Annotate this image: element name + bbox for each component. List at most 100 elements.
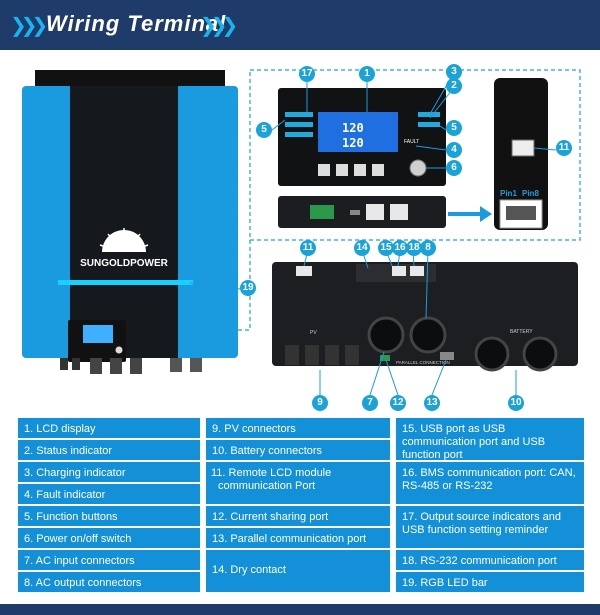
legend-item-17: 17. Output source indicators and USB fun…	[396, 506, 584, 548]
ac-output-connector	[409, 316, 447, 354]
pv-connector-1	[285, 345, 299, 365]
legend-item-10: 10. Battery connectors	[206, 440, 390, 460]
inverter-bottom-connectors	[60, 358, 202, 374]
bottom-panel-detail: BATTERY PV PARALLEL CONNECTION	[272, 262, 578, 372]
charging-indicator-led	[418, 112, 440, 117]
rj45-port-1	[366, 204, 384, 220]
legend-item-5: 5. Function buttons	[18, 506, 200, 526]
usb-indicator-led	[285, 132, 313, 137]
inverter-top-bracket	[35, 70, 225, 90]
function-button-1[interactable]	[318, 164, 330, 176]
rj45-pinout: Pin1 Pin8	[499, 189, 543, 229]
callout-16: 16	[392, 240, 408, 256]
legend-item-9: 9. PV connectors	[206, 418, 390, 438]
pv-connector-2	[305, 345, 319, 365]
callout-11-bottom: 11	[300, 240, 316, 256]
callout-7: 7	[362, 395, 378, 411]
detail-leader	[228, 240, 251, 331]
parallel-panel-label: PARALLEL CONNECTION	[396, 360, 450, 365]
function-button-4[interactable]	[372, 164, 384, 176]
function-button-2[interactable]	[336, 164, 348, 176]
callout-4: 4	[446, 142, 462, 158]
rj45-contacts	[506, 206, 536, 220]
arrow-right-icon	[448, 206, 492, 222]
chevron-right-icon: ❯❯❯	[200, 13, 238, 37]
lcd-value-bottom: 120	[342, 136, 364, 150]
pin1-label: Pin1	[500, 189, 517, 198]
legend-item-12: 12. Current sharing port	[206, 506, 390, 526]
callout-13: 13	[424, 395, 440, 411]
callout-8: 8	[420, 240, 436, 256]
battery-connector-2	[522, 336, 558, 372]
lcd-panel-detail: 120 120 FAULT	[278, 88, 446, 186]
inverter-unit: SUNGOLDPOWER	[22, 70, 238, 374]
lcd-value-top: 120	[342, 121, 364, 135]
function-indicator-led	[418, 122, 440, 127]
inverter-center-band	[70, 86, 178, 358]
header-banner: ❯❯❯ Wiring Terminal ❯❯❯	[0, 0, 600, 50]
callout-5-left: 5	[256, 122, 272, 138]
output-indicator-led	[285, 122, 313, 127]
callout-1: 1	[359, 66, 375, 82]
lcd-screen	[318, 112, 398, 152]
illustration-svg: SUNGOLDPOWER 120 120 FAU	[22, 69, 581, 396]
bottom-rj45-11	[296, 266, 312, 276]
inverter-mini-power-button[interactable]	[115, 346, 123, 354]
legend-item-2: 2. Status indicator	[18, 440, 200, 460]
callout-19: 19	[240, 280, 256, 296]
callout-15: 15	[378, 240, 394, 256]
battery-panel-label: BATTERY	[510, 329, 533, 335]
legend-item-6: 6. Power on/off switch	[18, 528, 200, 548]
callout-9: 9	[312, 395, 328, 411]
status-indicator-led	[285, 112, 313, 117]
legend-item-16: 16. BMS communication port: CAN, RS-485 …	[396, 462, 584, 504]
callout-14: 14	[354, 240, 370, 256]
current-sharing-port	[380, 355, 390, 361]
pv-connector-3	[325, 345, 339, 365]
dry-contact-terminal	[310, 205, 334, 219]
legend-item-13: 13. Parallel communication port	[206, 528, 390, 548]
bottom-rj45-16	[392, 266, 406, 276]
rgb-led-bar	[58, 280, 193, 285]
side-view-detail	[494, 78, 548, 230]
sun-logo-icon	[99, 228, 149, 252]
legend-item-8: 8. AC output connectors	[18, 572, 200, 592]
callout-10: 10	[508, 395, 524, 411]
battery-connector-1	[474, 336, 510, 372]
legend-item-7: 7. AC input connectors	[18, 550, 200, 570]
power-switch[interactable]	[409, 159, 427, 177]
callout-5-right: 5	[446, 120, 462, 136]
wiring-illustration: SUNGOLDPOWER 120 120 FAU	[0, 50, 600, 411]
port-strip-detail	[278, 196, 446, 228]
callout-18: 18	[406, 240, 422, 256]
callout-6: 6	[446, 160, 462, 176]
fault-label: FAULT	[404, 139, 419, 145]
legend-item-14: 14. Dry contact	[206, 550, 390, 592]
callout-2: 2	[446, 78, 462, 94]
parallel-comm-port	[440, 352, 454, 360]
bottom-rj45-18	[410, 266, 424, 276]
rj45-port-2	[390, 204, 408, 220]
detail-frame	[249, 69, 581, 241]
usb-port	[350, 210, 360, 215]
pv-panel-label: PV	[310, 330, 317, 336]
legend-item-3: 3. Charging indicator	[18, 462, 200, 482]
legend-item-15: 15. USB port as USB communication port a…	[396, 418, 584, 461]
function-button-3[interactable]	[354, 164, 366, 176]
leader-lines	[189, 75, 557, 396]
port-strip-body	[278, 196, 446, 228]
brand-name: SUNGOLDPOWER	[80, 258, 169, 269]
callout-11-top: 11	[556, 140, 572, 156]
callout-12: 12	[390, 395, 406, 411]
legend-item-19: 19. RGB LED bar	[396, 572, 584, 592]
pv-connector-4	[345, 345, 359, 365]
footer-bar	[0, 604, 600, 615]
legend-item-1: 1. LCD display	[18, 418, 200, 438]
legend-item-11: 11. Remote LCD module communication Port	[206, 462, 390, 504]
legend-item-4: 4. Fault indicator	[18, 484, 200, 504]
ac-input-connector	[367, 316, 405, 354]
callout-3: 3	[446, 64, 462, 80]
inverter-mini-lcd	[83, 325, 113, 343]
chevron-left-icon: ❯❯❯	[10, 13, 48, 37]
legend-item-18: 18. RS-232 communication port	[396, 550, 584, 570]
